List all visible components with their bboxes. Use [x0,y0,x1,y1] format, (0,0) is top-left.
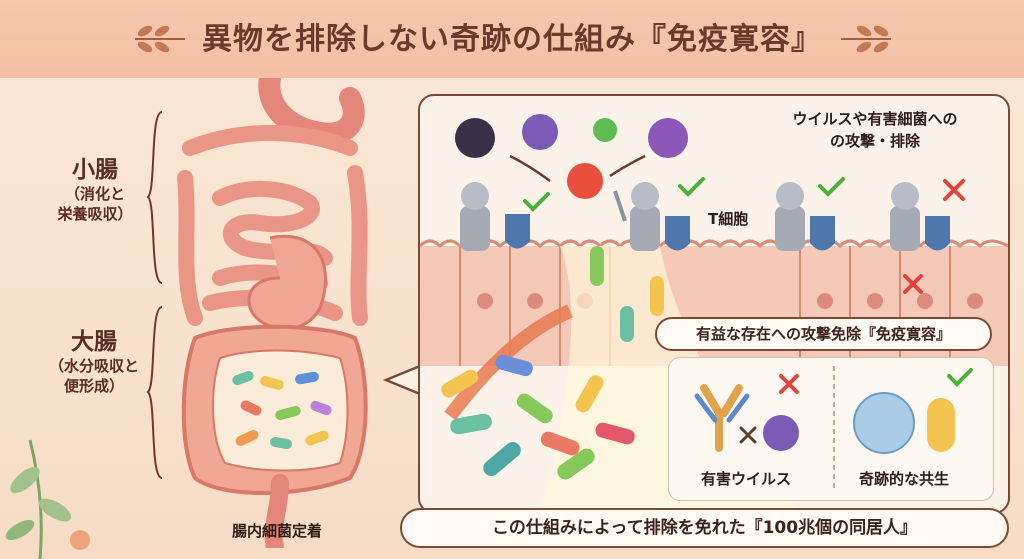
callout-pointer [382,364,421,396]
small-intestine-brace [146,111,163,284]
bacteria-icon [232,370,332,450]
sword-icon [613,190,627,222]
harmful-virus-label: 有害ウイルス [701,470,792,488]
friendly-cell-icon [853,392,915,454]
large-intestine-label: 大腸 （水分吸収と 便形成） [48,329,139,395]
antibody-icon [700,384,743,452]
virus-icon [455,114,688,199]
bottom-caption: この仕組みによって排除を免れた『100兆個の同居人』 [400,508,1009,548]
plant-icon [5,439,90,559]
check-icon [947,368,973,387]
bacteria-icon [927,398,955,452]
shield-icon [665,216,690,251]
knight-icon [460,182,950,251]
small-intestine-label: 小腸 （消化と 栄養吸収） [57,157,133,223]
check-icon [523,177,845,212]
rectum [264,474,289,548]
tolerance-caption: 有益な存在への攻撃免除『免疫寛容』 [655,317,992,351]
large-intestine-brace [146,306,163,479]
leaf-icon [840,25,891,53]
gut-bacteria-label: 腸内細菌定着 [232,522,323,540]
shield-icon [810,216,835,251]
coexistence-label: 奇跡的な共生 [859,470,950,488]
cross-icon [779,374,799,394]
cross-icon [903,179,965,294]
intestine-illustration [177,78,368,548]
shield-icon [925,216,950,251]
comparison-scene [694,366,973,492]
comparison-box: 有害ウイルス 奇跡的な共生 [668,357,994,501]
shield-icon [505,214,530,249]
cross-icon [739,426,757,444]
virus-icon [763,415,799,451]
arrow-icon [509,154,646,183]
arrow-icon [444,304,573,421]
t-cell-label: T細胞 [708,210,749,228]
bacteria-icon [441,246,664,480]
page-title: 異物を排除しない奇跡の仕組み『免疫寛容』 [202,22,822,57]
attack-text: ウイルスや有害細菌への の攻撃・排除 [792,110,958,150]
leaf-icon [135,25,186,53]
